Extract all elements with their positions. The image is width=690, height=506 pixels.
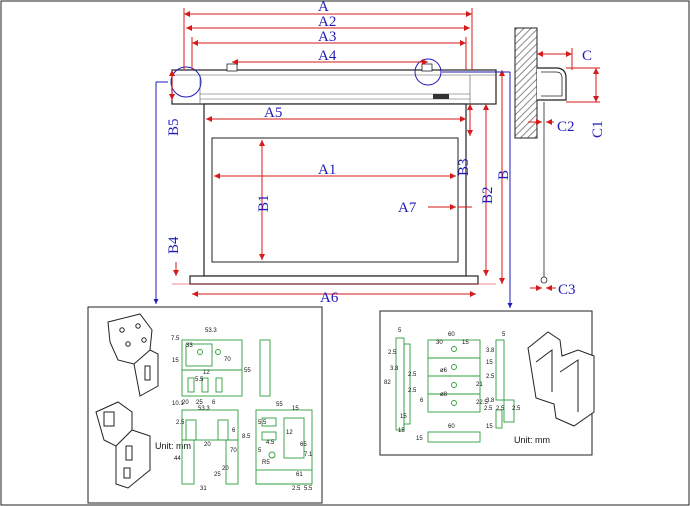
svg-text:15: 15 [398, 428, 405, 434]
svg-text:15: 15 [172, 358, 179, 364]
svg-text:53.3: 53.3 [205, 328, 217, 334]
left-detail-box: Unit: mm 53.3 7.5 33 15 70 [87, 306, 323, 504]
bracket-iso-top [107, 313, 159, 397]
svg-text:20: 20 [204, 442, 211, 448]
right-detail-box: Unit: mm 5 60 30 15 2.5 3.8 82 2.5 2.5 6… [379, 310, 595, 456]
svg-text:20: 20 [222, 466, 229, 472]
svg-text:82: 82 [384, 380, 391, 386]
svg-text:6: 6 [212, 400, 216, 406]
svg-text:12: 12 [286, 430, 293, 436]
svg-text:60: 60 [448, 332, 455, 338]
left-ortho-views [181, 339, 313, 485]
svg-text:61: 61 [296, 472, 303, 478]
left-unit-label: Unit: mm [155, 441, 191, 451]
svg-text:3.8: 3.8 [390, 366, 399, 372]
right-dimension-texts: 5 60 30 15 2.5 3.8 82 2.5 2.5 6 15 3.8 1… [384, 328, 521, 442]
svg-text:ø8: ø8 [440, 392, 448, 398]
label-A7: A7 [398, 200, 417, 216]
svg-text:15: 15 [400, 414, 407, 420]
label-B: B [496, 170, 512, 180]
svg-text:15: 15 [486, 424, 493, 430]
svg-text:25: 25 [214, 472, 221, 478]
label-C3: C3 [558, 282, 576, 298]
svg-text:2.5: 2.5 [496, 406, 505, 412]
svg-text:55: 55 [276, 402, 283, 408]
svg-text:70: 70 [230, 448, 237, 454]
label-B5: B5 [166, 118, 182, 136]
screen-housing [170, 58, 497, 105]
label-A6: A6 [320, 290, 339, 306]
svg-text:2.5: 2.5 [176, 420, 185, 426]
bottom-bar [189, 275, 479, 285]
svg-text:55: 55 [244, 368, 251, 374]
svg-text:21: 21 [476, 382, 483, 388]
label-A: A [318, 0, 329, 15]
screen-fabric [189, 103, 479, 285]
svg-text:30: 30 [436, 340, 443, 346]
svg-text:25: 25 [196, 400, 203, 406]
svg-text:65: 65 [300, 442, 307, 448]
rail-bracket-iso [527, 331, 595, 427]
svg-text:2.5: 2.5 [388, 350, 397, 356]
label-B1: B1 [256, 194, 272, 212]
label-C2: C2 [557, 119, 575, 135]
left-dimension-texts: 53.3 7.5 33 15 70 55 12 5.5 10.1 20 25 6… [171, 328, 313, 492]
svg-text:15: 15 [416, 436, 423, 442]
svg-text:ø6: ø6 [440, 368, 448, 374]
svg-text:5: 5 [258, 448, 262, 454]
svg-text:5.5: 5.5 [304, 486, 313, 492]
svg-text:12: 12 [203, 370, 210, 376]
svg-text:5.5: 5.5 [195, 377, 204, 383]
svg-text:2.5: 2.5 [484, 406, 493, 412]
label-A2: A2 [318, 14, 336, 30]
svg-text:2.5: 2.5 [408, 388, 417, 394]
svg-text:2.5: 2.5 [408, 372, 417, 378]
svg-text:2.5: 2.5 [486, 374, 495, 380]
svg-text:22.5: 22.5 [476, 400, 488, 406]
svg-text:5.5: 5.5 [258, 420, 267, 426]
side-view [514, 27, 600, 291]
label-B2: B2 [480, 186, 496, 204]
svg-text:2.5: 2.5 [292, 486, 301, 492]
svg-text:33: 33 [186, 343, 193, 349]
svg-text:15: 15 [486, 360, 493, 366]
svg-text:20: 20 [182, 400, 189, 406]
svg-text:53.3: 53.3 [198, 406, 210, 412]
label-A3: A3 [318, 29, 336, 45]
right-unit-label: Unit: mm [514, 435, 550, 445]
svg-text:15: 15 [292, 406, 299, 412]
svg-text:6: 6 [420, 398, 424, 404]
svg-text:70: 70 [224, 357, 231, 363]
svg-text:3.8: 3.8 [486, 348, 495, 354]
right-ortho-views [395, 337, 515, 443]
svg-text:4.5: 4.5 [266, 440, 275, 446]
svg-text:7.1: 7.1 [304, 452, 313, 458]
svg-text:2.5: 2.5 [512, 406, 521, 412]
svg-text:3.8: 3.8 [486, 398, 495, 404]
svg-text:44: 44 [174, 456, 181, 462]
label-C: C [582, 48, 592, 64]
svg-text:7.5: 7.5 [171, 336, 180, 342]
svg-text:6: 6 [232, 428, 236, 434]
svg-text:5: 5 [502, 332, 506, 338]
bracket-callout-right [414, 58, 442, 86]
label-A5: A5 [264, 105, 282, 121]
label-B3: B3 [456, 158, 472, 176]
svg-text:5: 5 [398, 328, 402, 334]
label-C1: C1 [590, 120, 606, 138]
svg-text:31: 31 [200, 486, 207, 492]
label-B4: B4 [166, 236, 182, 254]
bracket-iso-bottom [95, 401, 151, 489]
svg-text:15: 15 [462, 340, 469, 346]
label-A1: A1 [318, 162, 336, 178]
svg-text:10.1: 10.1 [172, 401, 184, 407]
svg-text:60: 60 [448, 424, 455, 430]
svg-text:8.5: 8.5 [242, 434, 251, 440]
svg-text:R5: R5 [262, 460, 270, 466]
label-A4: A4 [318, 48, 337, 64]
